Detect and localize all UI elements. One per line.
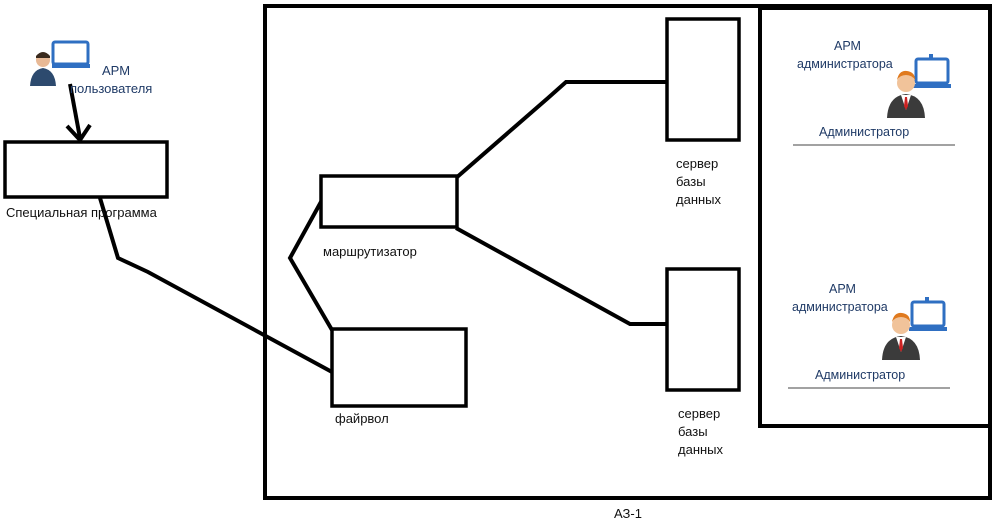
user-at-laptop-icon — [30, 40, 90, 86]
zone-label: АЗ-1 — [614, 506, 642, 521]
db-server-2-label-line1: сервер — [678, 406, 720, 421]
db-server-1-label-line3: данных — [676, 192, 722, 207]
firewall-to-router-line — [287, 199, 334, 332]
db-server-2-label-line2: базы — [678, 424, 708, 439]
user-station-label-line2: пользователя — [70, 81, 152, 96]
admin-1-station-line1: АРМ — [834, 39, 861, 53]
admin-1-station-line2: администратора — [797, 57, 893, 71]
special-program-label: Специальная программа — [6, 205, 158, 220]
admin-2-station-line2: администратора — [792, 300, 888, 314]
db-server-1-label-line2: базы — [676, 174, 706, 189]
router-to-db1-line — [454, 80, 668, 180]
admin-at-laptop-icon — [887, 54, 951, 118]
program-to-firewall-line — [98, 197, 333, 374]
router-box — [319, 174, 459, 229]
user-station-label-line1: АРМ — [102, 63, 130, 78]
db-server-2-box — [665, 267, 741, 392]
connections — [65, 80, 668, 374]
db-server-2-label-line3: данных — [678, 442, 724, 457]
admin-2-role-label: Администратор — [815, 368, 905, 382]
admin-1-role-label: Администратор — [819, 125, 909, 139]
router-label: маршрутизатор — [323, 244, 417, 259]
db-server-1-label-line1: сервер — [676, 156, 718, 171]
firewall-box — [330, 327, 468, 408]
firewall-label: файрвол — [335, 411, 389, 426]
db-server-1-box — [665, 17, 741, 142]
special-program-box — [3, 140, 169, 199]
admin-panel — [758, 6, 992, 428]
arrow-head — [65, 123, 92, 144]
user-to-program-arrow — [68, 83, 82, 139]
router-to-db2-line — [455, 226, 668, 326]
admin-2-station-line1: АРМ — [829, 282, 856, 296]
admin-at-laptop-icon — [882, 297, 947, 360]
